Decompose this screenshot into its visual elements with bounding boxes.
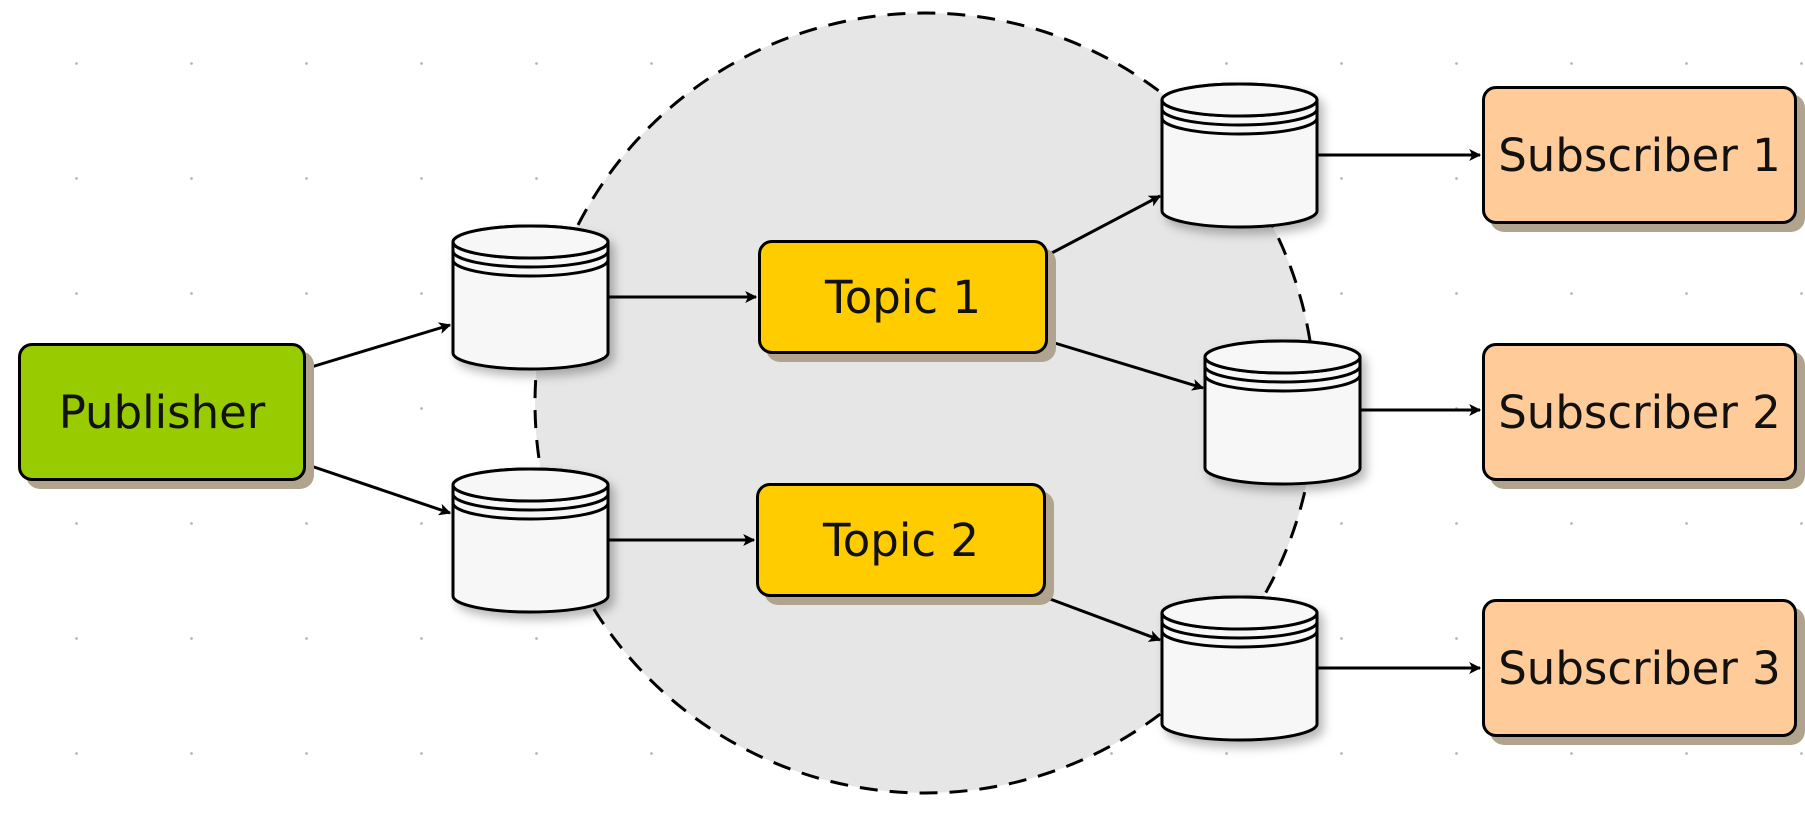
topic-1-node[interactable]: Topic 1: [758, 240, 1048, 354]
topic-1-label: Topic 1: [824, 270, 982, 324]
subscriber-2-node[interactable]: Subscriber 2: [1482, 343, 1797, 481]
topic-2-label: Topic 2: [822, 513, 980, 567]
edge-publisher-queue-pub-2: [307, 463, 452, 516]
topic-2-node[interactable]: Topic 2: [756, 483, 1046, 597]
subscriber-2-label: Subscriber 2: [1498, 385, 1781, 439]
subscriber-1-node[interactable]: Subscriber 1: [1482, 86, 1797, 224]
subscriber-3-node[interactable]: Subscriber 3: [1482, 599, 1797, 737]
queue-sub-3-cylinder[interactable]: [1160, 595, 1319, 742]
subscriber-3-label: Subscriber 3: [1498, 641, 1781, 695]
subscriber-1-label: Subscriber 1: [1498, 128, 1781, 182]
edge-topic-1-queue-sub-2: [1047, 339, 1205, 391]
edge-topic-1-queue-sub-1: [1047, 194, 1162, 257]
queue-sub-1-cylinder[interactable]: [1160, 82, 1319, 229]
queue-sub-2-cylinder[interactable]: [1203, 339, 1362, 486]
edge-publisher-queue-pub-1: [307, 322, 452, 370]
edge-topic-2-queue-sub-3: [1041, 594, 1162, 642]
queue-pub-1-cylinder[interactable]: [451, 224, 610, 371]
queue-pub-2-cylinder[interactable]: [451, 467, 610, 614]
publisher-label: Publisher: [58, 385, 266, 439]
publisher-node[interactable]: Publisher: [18, 343, 306, 481]
